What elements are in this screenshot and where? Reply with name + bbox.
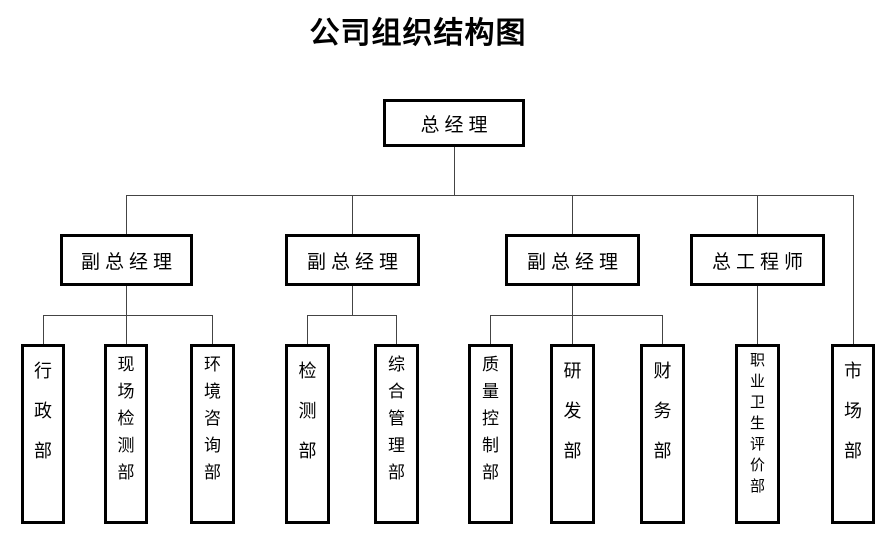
node-testing-dept-label: 检测部 (298, 361, 317, 461)
connector-drop-finance-dept (662, 315, 663, 344)
connector-drop-deputy-gm-1 (126, 195, 127, 234)
node-rd-dept: 研发部 (550, 344, 595, 524)
node-admin-dept: 行政部 (21, 344, 65, 524)
node-finance-dept: 财务部 (640, 344, 685, 524)
connector-drop-deputy-gm-3 (572, 195, 573, 234)
connector-level1-bus (126, 195, 854, 196)
connector-deputy-gm-3-stem (572, 286, 573, 315)
node-general-manager: 总经理 (383, 99, 525, 147)
node-deputy-gm-2-label: 副总经理 (306, 251, 403, 273)
node-quality-control-dept: 质量控制部 (468, 344, 513, 524)
node-chief-engineer-label: 总工程师 (711, 251, 808, 273)
node-deputy-gm-3-label: 副总经理 (526, 251, 623, 273)
node-market-dept: 市场部 (831, 344, 875, 524)
connector-group3-bus (490, 315, 663, 316)
node-testing-dept: 检测部 (285, 344, 330, 524)
chart-title: 公司组织结构图 (309, 17, 527, 50)
node-deputy-gm-3: 副总经理 (505, 234, 640, 286)
connector-drop-field-testing-dept (126, 315, 127, 344)
node-admin-dept-label: 行政部 (33, 361, 52, 461)
node-deputy-gm-1-label: 副总经理 (80, 251, 177, 273)
connector-drop-deputy-gm-2 (352, 195, 353, 234)
node-quality-control-dept-label: 质量控制部 (482, 355, 499, 482)
connector-drop-admin-dept (43, 315, 44, 344)
connector-drop-env-consulting-dept (212, 315, 213, 344)
node-market-dept-label: 市场部 (843, 361, 862, 461)
node-occupational-health-eval-dept: 职业卫生评价部 (735, 344, 780, 524)
node-rd-dept-label: 研发部 (563, 361, 582, 461)
connector-drop-chief-engineer (757, 195, 758, 234)
node-deputy-gm-2: 副总经理 (285, 234, 420, 286)
connector-group2-bus (307, 315, 397, 316)
connector-deputy-gm-1-stem (126, 286, 127, 315)
connector-deputy-gm-2-stem (352, 286, 353, 315)
node-field-testing-dept: 现场检测部 (104, 344, 148, 524)
node-finance-dept-label: 财务部 (653, 361, 672, 461)
node-general-manager-label: 总经理 (420, 114, 493, 136)
node-chief-engineer: 总工程师 (690, 234, 825, 286)
connector-root-stem (454, 147, 455, 195)
node-env-consulting-dept: 环境咨询部 (190, 344, 235, 524)
connector-group1-bus (43, 315, 213, 316)
node-field-testing-dept-label: 现场检测部 (117, 355, 135, 482)
connector-drop-general-mgmt-dept (396, 315, 397, 344)
connector-drop-rd-dept (572, 315, 573, 344)
connector-drop-testing-dept (307, 315, 308, 344)
connector-chief-engineer-stem (757, 286, 758, 344)
node-occupational-health-eval-dept-label: 职业卫生评价部 (749, 353, 765, 495)
node-deputy-gm-1: 副总经理 (60, 234, 193, 286)
connector-drop-market-dept (853, 195, 854, 344)
connector-drop-quality-control-dept (490, 315, 491, 344)
node-general-mgmt-dept: 综合管理部 (374, 344, 419, 524)
node-env-consulting-dept-label: 环境咨询部 (204, 355, 221, 482)
node-general-mgmt-dept-label: 综合管理部 (388, 355, 405, 482)
